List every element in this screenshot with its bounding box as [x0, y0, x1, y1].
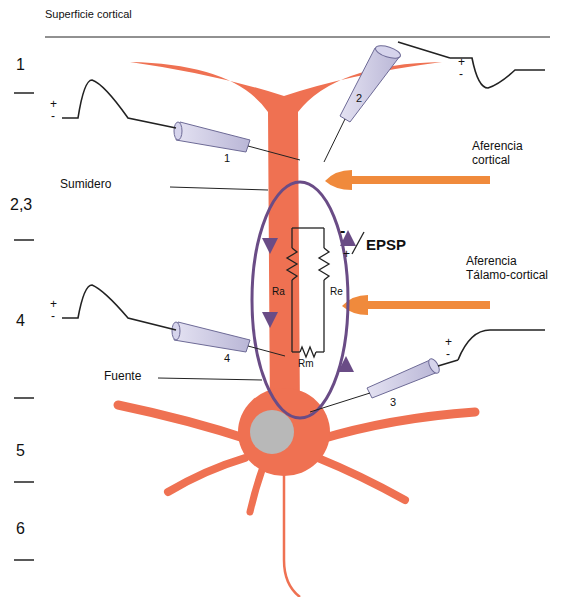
signal-traces	[62, 42, 545, 366]
callout-number: 4	[224, 352, 230, 365]
surface-line	[45, 37, 550, 38]
layer-number: 5	[16, 442, 25, 460]
resistor-label: Ra	[272, 286, 285, 298]
sign-label: -	[51, 310, 55, 324]
layer-number: 4	[16, 312, 25, 330]
layer-number: 1	[16, 56, 25, 74]
apical-dendrite	[130, 62, 442, 420]
surface-label: Superficie cortical	[45, 8, 132, 21]
sign-label: -	[446, 348, 450, 362]
sign-label: -	[340, 222, 345, 240]
sign-label: -	[51, 110, 55, 124]
resistor-network	[287, 228, 329, 357]
callout-number: 1	[224, 152, 230, 165]
sign-label: +	[343, 248, 350, 262]
callout-number: 3	[390, 396, 396, 409]
afferent-label: Aferencia Tálamo-cortical	[466, 255, 560, 283]
epsp-slash	[352, 232, 364, 254]
current-loop	[252, 182, 348, 418]
current-arrows	[262, 230, 356, 372]
leader-line	[158, 378, 262, 380]
afferent-label: Aferencia cortical	[472, 140, 552, 168]
nucleus	[250, 410, 294, 454]
afferents	[325, 170, 490, 315]
region-label: Sumidero	[60, 178, 111, 192]
layer-ticks	[14, 93, 34, 560]
layer-number: 2,3	[10, 196, 32, 214]
soma	[238, 388, 330, 476]
layer-number: 6	[16, 520, 25, 538]
leader-line	[170, 187, 268, 190]
resistor-label: Rm	[298, 358, 314, 370]
signal-label: EPSP	[366, 236, 406, 253]
electrodes	[172, 43, 441, 412]
axon	[284, 470, 300, 597]
region-label: Fuente	[104, 370, 141, 384]
callout-number: 2	[356, 92, 362, 105]
sign-label: -	[459, 68, 463, 82]
resistor-label: Re	[330, 286, 343, 298]
